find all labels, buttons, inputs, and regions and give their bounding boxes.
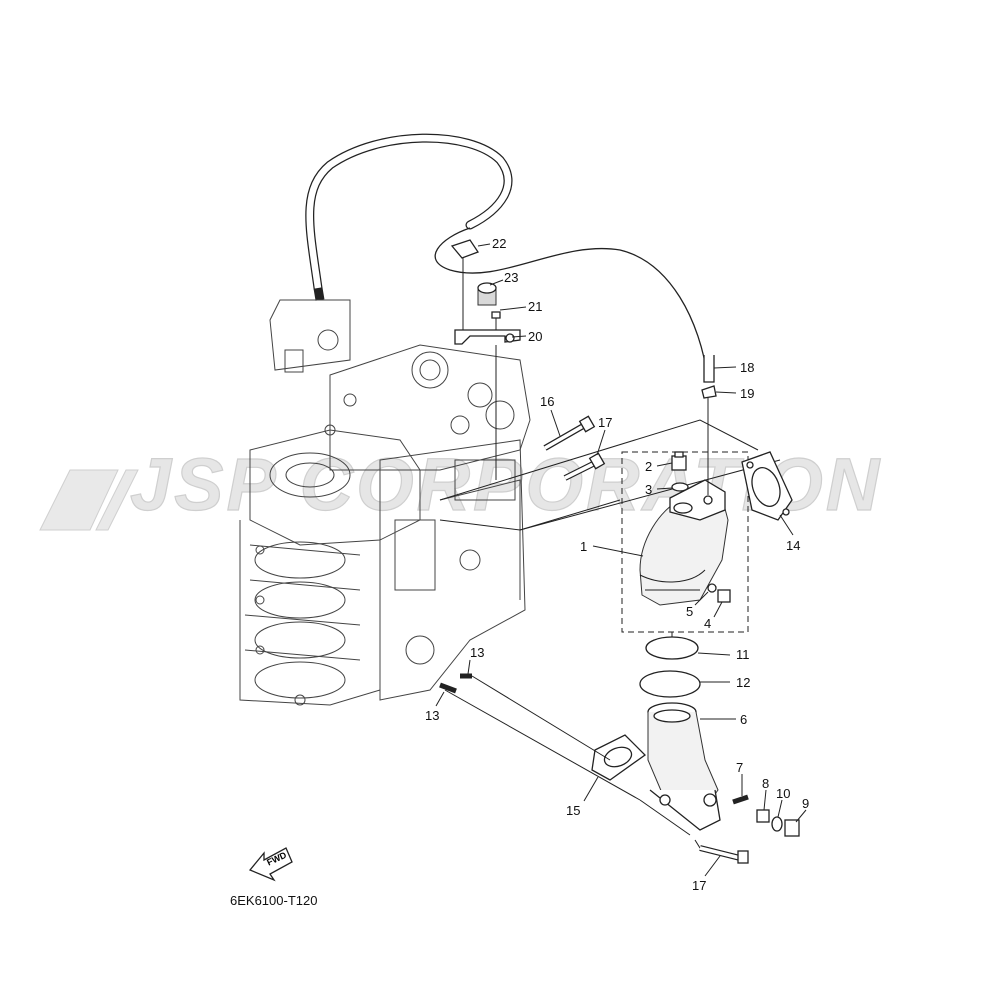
svg-text:13: 13 <box>425 708 439 723</box>
svg-text:9: 9 <box>802 796 809 811</box>
callout-6: 6 <box>700 712 747 727</box>
fwd-arrow-icon: FWD <box>248 847 293 882</box>
diagram-code: 6EK6100-T120 <box>230 893 317 908</box>
callout-23: 23 <box>489 270 518 286</box>
bracket-assembly <box>450 239 521 480</box>
svg-text:17: 17 <box>598 415 612 430</box>
washer-10 <box>771 816 783 832</box>
callout-21: 21 <box>499 299 542 314</box>
callout-4: 4 <box>704 601 723 631</box>
plane-lines <box>439 419 781 531</box>
bolt-17-lower <box>694 839 749 864</box>
assembly-box <box>621 451 749 633</box>
bolt-7 <box>732 794 749 805</box>
bolts-16-17 <box>543 415 606 481</box>
callout-17-upper: 17 <box>596 415 612 456</box>
svg-text:14: 14 <box>786 538 800 553</box>
svg-text:3: 3 <box>645 482 652 497</box>
callout-13-lower: 13 <box>425 691 445 723</box>
callout-12: 12 <box>700 675 750 690</box>
svg-text:8: 8 <box>762 776 769 791</box>
o-ring-12 <box>639 670 701 698</box>
o-ring-11 <box>645 636 699 660</box>
gasket-15 <box>591 734 647 781</box>
svg-text:12: 12 <box>736 675 750 690</box>
pipe-6 <box>647 702 721 831</box>
clamp-22 <box>450 239 479 259</box>
gasket-14 <box>741 451 793 521</box>
clip-19 <box>701 385 717 399</box>
callout-17-lower: 17 <box>692 855 721 893</box>
callout-9: 9 <box>795 796 809 823</box>
plug-9 <box>784 819 800 837</box>
svg-text:1: 1 <box>580 539 587 554</box>
callout-1: 1 <box>580 539 644 557</box>
callout-11: 11 <box>697 647 750 662</box>
sleeve-8 <box>756 809 770 823</box>
svg-text:20: 20 <box>528 329 542 344</box>
svg-text:11: 11 <box>736 647 750 662</box>
engine-block <box>239 299 531 706</box>
callout-8: 8 <box>762 776 769 811</box>
svg-text:10: 10 <box>776 786 790 801</box>
svg-text:6: 6 <box>740 712 747 727</box>
svg-text:15: 15 <box>566 803 580 818</box>
callout-15: 15 <box>566 776 599 818</box>
svg-text:17: 17 <box>692 878 706 893</box>
hose-18 <box>434 227 715 383</box>
svg-text:4: 4 <box>704 616 711 631</box>
svg-text:18: 18 <box>740 360 754 375</box>
bolt-4 <box>707 583 731 603</box>
gasket-3 <box>671 482 689 492</box>
callout-14: 14 <box>779 514 800 553</box>
svg-text:5: 5 <box>686 604 693 619</box>
callout-19: 19 <box>715 386 754 401</box>
washer-5 <box>707 583 717 593</box>
callout-20: 20 <box>511 329 542 344</box>
housing-1 <box>639 479 729 606</box>
callout-10: 10 <box>776 786 790 818</box>
svg-text:7: 7 <box>736 760 743 775</box>
svg-text:23: 23 <box>504 270 518 285</box>
svg-text:13: 13 <box>470 645 484 660</box>
callout-18: 18 <box>713 360 754 375</box>
svg-text:19: 19 <box>740 386 754 401</box>
svg-text:16: 16 <box>540 394 554 409</box>
callout-16: 16 <box>540 394 561 437</box>
callout-13-upper: 13 <box>467 645 484 675</box>
bolt-21 <box>491 311 501 319</box>
dowels-13 <box>439 673 691 836</box>
svg-text:2: 2 <box>645 459 652 474</box>
callout-2: 2 <box>645 459 673 474</box>
svg-text:22: 22 <box>492 236 506 251</box>
svg-text:21: 21 <box>528 299 542 314</box>
callout-22: 22 <box>477 236 506 251</box>
callout-7: 7 <box>736 760 743 796</box>
callout-3: 3 <box>645 482 673 497</box>
callout-5: 5 <box>686 591 709 619</box>
hose-upper <box>305 133 513 301</box>
